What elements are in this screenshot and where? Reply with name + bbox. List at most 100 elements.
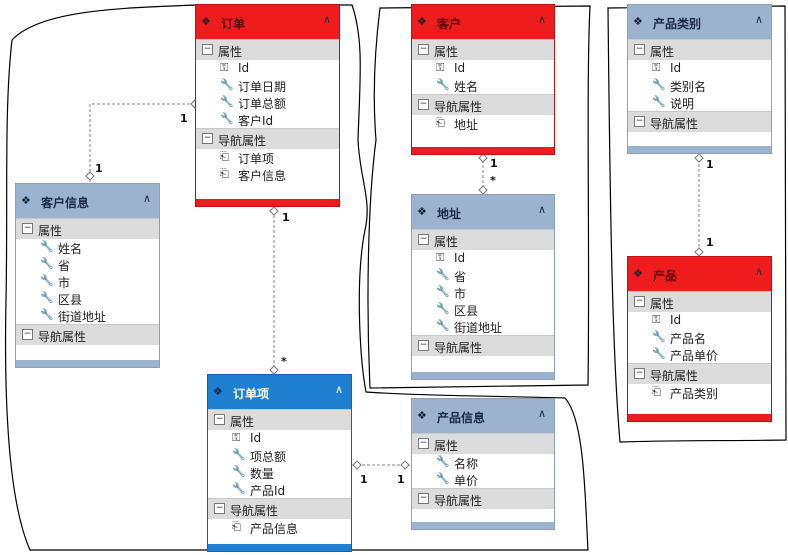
entity-customer[interactable]: ❖客户∧−属性⚿Id🔧姓名−导航属性⎗地址 xyxy=(411,4,555,155)
collapse-caret-icon[interactable]: ∧ xyxy=(537,13,546,26)
property-row[interactable]: 🔧产品名 xyxy=(628,329,771,346)
entity-product-info[interactable]: ❖产品信息∧−属性🔧名称🔧单价−导航属性 xyxy=(411,398,555,530)
collapse-icon[interactable]: − xyxy=(418,234,429,245)
collapse-icon[interactable]: − xyxy=(418,99,429,110)
property-row[interactable]: 🔧项总额 xyxy=(208,447,351,464)
collapse-caret-icon[interactable]: ∧ xyxy=(537,203,546,216)
property-row[interactable]: 🔧区县 xyxy=(412,301,554,318)
wrench-icon: 🔧 xyxy=(436,455,450,468)
collapse-icon[interactable]: − xyxy=(418,493,429,504)
navigation-section-header[interactable]: −导航属性 xyxy=(412,94,554,115)
property-row[interactable]: 🔧订单日期 xyxy=(196,77,339,94)
multiplicity-label: 1 xyxy=(706,236,714,249)
entity-footer xyxy=(412,372,554,379)
property-row[interactable]: 🔧姓名 xyxy=(16,239,159,256)
property-row[interactable]: 🔧类别名 xyxy=(628,77,771,94)
property-row[interactable]: 🔧名称 xyxy=(412,454,554,471)
navigation-section-header[interactable]: −导航属性 xyxy=(208,498,351,519)
navigation-section-header[interactable]: −导航属性 xyxy=(628,363,771,384)
collapse-caret-icon[interactable]: ∧ xyxy=(142,192,151,205)
collapse-caret-icon[interactable]: ∧ xyxy=(322,13,331,26)
collapse-icon[interactable]: − xyxy=(214,503,225,514)
multiplicity-label: * xyxy=(490,174,496,187)
collapse-caret-icon[interactable]: ∧ xyxy=(754,13,763,26)
navigation-section-header[interactable]: −导航属性 xyxy=(412,335,554,356)
collapse-icon[interactable]: − xyxy=(214,414,225,425)
entity-order-item[interactable]: ❖订单项∧−属性⚿Id🔧项总额🔧数量🔧产品Id−导航属性⎗产品信息 xyxy=(207,374,352,552)
property-row[interactable]: 🔧订单总额 xyxy=(196,94,339,111)
entity-header[interactable]: ❖客户信息∧ xyxy=(16,184,159,218)
property-row[interactable]: 🔧市 xyxy=(412,284,554,301)
entity-product[interactable]: ❖产品∧−属性⚿Id🔧产品名🔧产品单价−导航属性⎗产品类别 xyxy=(627,256,772,422)
property-row[interactable]: ⚿Id xyxy=(412,60,554,77)
collapse-icon[interactable]: − xyxy=(634,368,645,379)
collapse-icon[interactable]: − xyxy=(418,44,429,55)
navigation-property-row[interactable]: ⎗客户信息 xyxy=(196,166,339,183)
property-row[interactable]: ⚿Id xyxy=(628,60,771,77)
property-row[interactable]: ⚿Id xyxy=(196,60,339,77)
properties-section-header[interactable]: −属性 xyxy=(16,218,159,239)
collapse-icon[interactable]: − xyxy=(634,116,645,127)
property-row[interactable]: 🔧姓名 xyxy=(412,77,554,94)
properties-section-header[interactable]: −属性 xyxy=(412,39,554,60)
entity-header[interactable]: ❖订单∧ xyxy=(196,5,339,39)
navigation-property-row[interactable]: ⎗产品信息 xyxy=(208,519,351,536)
collapse-caret-icon[interactable]: ∧ xyxy=(334,383,343,396)
navigation-property-row[interactable]: ⎗订单项 xyxy=(196,149,339,166)
navigation-section-header[interactable]: −导航属性 xyxy=(196,128,339,149)
entity-customer-info[interactable]: ❖客户信息∧−属性🔧姓名🔧省🔧市🔧区县🔧街道地址−导航属性 xyxy=(15,183,160,368)
entity-order[interactable]: ❖订单∧−属性⚿Id🔧订单日期🔧订单总额🔧客户Id−导航属性⎗订单项⎗客户信息 xyxy=(195,4,340,207)
property-row[interactable]: 🔧数量 xyxy=(208,464,351,481)
property-row[interactable]: 🔧客户Id xyxy=(196,111,339,128)
entity-header[interactable]: ❖订单项∧ xyxy=(208,375,351,409)
property-row[interactable]: 🔧省 xyxy=(16,256,159,273)
collapse-icon[interactable]: − xyxy=(418,438,429,449)
properties-section-header[interactable]: −属性 xyxy=(412,229,554,250)
collapse-icon[interactable]: − xyxy=(202,44,213,55)
property-row[interactable]: 🔧产品Id xyxy=(208,481,351,498)
entity-header[interactable]: ❖客户∧ xyxy=(412,5,554,39)
wrench-icon: 🔧 xyxy=(232,482,246,495)
property-row[interactable]: 🔧产品单价 xyxy=(628,346,771,363)
collapse-icon[interactable]: − xyxy=(634,44,645,55)
entity-header[interactable]: ❖产品类别∧ xyxy=(628,5,771,39)
properties-section-header[interactable]: −属性 xyxy=(628,39,771,60)
property-row[interactable]: ⚿Id xyxy=(412,250,554,267)
property-name: 区县 xyxy=(58,293,83,307)
entity-header[interactable]: ❖产品∧ xyxy=(628,257,771,291)
properties-section-header[interactable]: −属性 xyxy=(628,291,771,312)
property-row[interactable]: 🔧说明 xyxy=(628,94,771,111)
property-row[interactable]: 🔧省 xyxy=(412,267,554,284)
navigation-property-row[interactable]: ⎗地址 xyxy=(412,115,554,132)
collapse-icon[interactable]: − xyxy=(22,329,33,340)
properties-section-header[interactable]: −属性 xyxy=(208,409,351,430)
property-row[interactable]: 🔧单价 xyxy=(412,471,554,488)
connector-end-diamond xyxy=(694,153,704,163)
collapse-icon[interactable]: − xyxy=(22,223,33,234)
properties-section-header[interactable]: −属性 xyxy=(412,433,554,454)
collapse-icon[interactable]: − xyxy=(202,133,213,144)
collapse-icon[interactable]: − xyxy=(634,296,645,307)
navigation-section-header[interactable]: −导航属性 xyxy=(628,111,771,132)
entity-header[interactable]: ❖地址∧ xyxy=(412,195,554,229)
collapse-icon[interactable]: − xyxy=(418,340,429,351)
property-row[interactable]: 🔧街道地址 xyxy=(16,307,159,324)
collapse-caret-icon[interactable]: ∧ xyxy=(537,407,546,420)
collapse-caret-icon[interactable]: ∧ xyxy=(754,265,763,278)
entity-header[interactable]: ❖产品信息∧ xyxy=(412,399,554,433)
properties-section-header[interactable]: −属性 xyxy=(196,39,339,60)
entity-address[interactable]: ❖地址∧−属性⚿Id🔧省🔧市🔧区县🔧街道地址−导航属性 xyxy=(411,194,555,380)
property-row[interactable]: 🔧市 xyxy=(16,273,159,290)
property-name: Id xyxy=(250,431,262,445)
property-row[interactable]: 🔧区县 xyxy=(16,290,159,307)
navigation-section-header[interactable]: −导航属性 xyxy=(412,488,554,509)
property-name: 街道地址 xyxy=(454,321,503,335)
property-row[interactable]: 🔧街道地址 xyxy=(412,318,554,335)
navigation-property-name: 订单项 xyxy=(238,152,275,166)
property-row[interactable]: ⚿Id xyxy=(208,430,351,447)
section-label: 导航属性 xyxy=(434,494,483,508)
entity-product-category[interactable]: ❖产品类别∧−属性⚿Id🔧类别名🔧说明−导航属性 xyxy=(627,4,772,154)
navigation-section-header[interactable]: −导航属性 xyxy=(16,324,159,345)
navigation-property-row[interactable]: ⎗产品类别 xyxy=(628,384,771,401)
property-row[interactable]: ⚿Id xyxy=(628,312,771,329)
